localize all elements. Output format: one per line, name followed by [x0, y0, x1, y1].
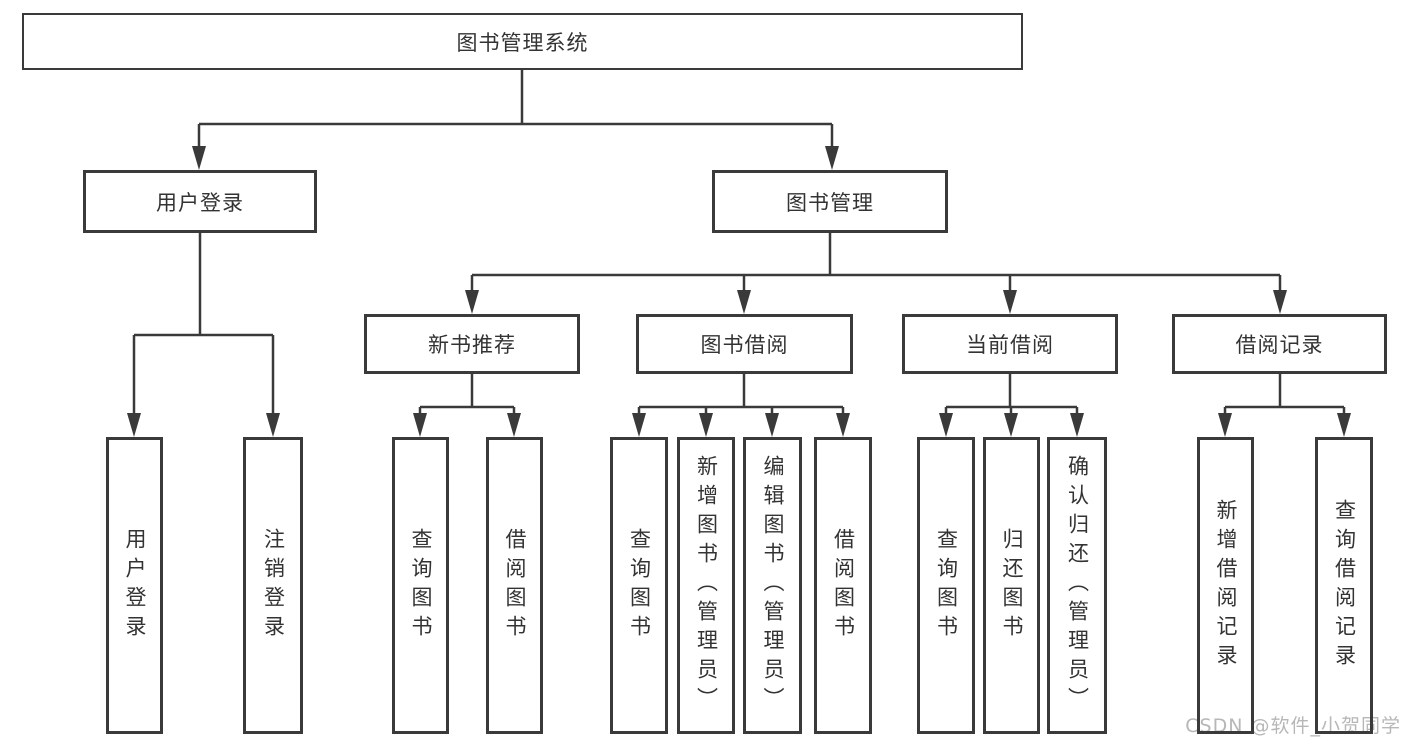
node-current-borrow: 当前借阅 [902, 314, 1118, 374]
leaf-current-return-books-label: 归还图书 [1000, 527, 1024, 644]
node-user-login-label: 用户登录 [156, 190, 244, 215]
leaf-user-login: 用户登录 [106, 437, 163, 734]
leaf-borrow-borrow-books-label: 借阅图书 [831, 527, 856, 644]
leaf-borrow-borrow-books: 借阅图书 [814, 437, 872, 734]
leaf-logout-label: 注销登录 [261, 527, 286, 644]
leaf-current-query-books-label: 查询图书 [934, 527, 959, 644]
node-current-borrow-label: 当前借阅 [966, 333, 1054, 357]
node-root: 图书管理系统 [22, 13, 1023, 70]
leaf-current-return-books: 归还图书 [983, 437, 1040, 734]
leaf-borrow-edit-books-admin: 编辑图书（管理员） [743, 437, 802, 734]
leaf-current-confirm-return-admin-label: 确认归还（管理员） [1065, 455, 1090, 716]
leaf-borrow-query-books-label: 查询图书 [627, 527, 652, 644]
node-user-login: 用户登录 [83, 170, 317, 233]
node-new-book-recommend: 新书推荐 [364, 314, 580, 374]
leaf-recommend-borrow-books-label: 借阅图书 [503, 527, 527, 644]
leaf-records-add-borrow-record: 新增借阅记录 [1197, 437, 1254, 734]
leaf-logout: 注销登录 [243, 437, 303, 734]
leaf-recommend-borrow-books: 借阅图书 [486, 437, 543, 734]
leaf-borrow-add-books-admin: 新增图书（管理员） [677, 437, 735, 734]
node-book-borrow: 图书借阅 [636, 314, 853, 374]
node-book-management-label: 图书管理 [786, 190, 874, 215]
leaf-current-query-books: 查询图书 [917, 437, 975, 734]
arrowheads [127, 146, 1351, 437]
node-root-label: 图书管理系统 [456, 30, 589, 55]
node-borrow-records: 借阅记录 [1172, 314, 1387, 374]
leaf-records-query-borrow-record: 查询借阅记录 [1315, 437, 1373, 734]
leaf-borrow-edit-books-admin-label: 编辑图书（管理员） [761, 455, 785, 716]
node-book-management: 图书管理 [712, 170, 948, 233]
leaf-records-add-borrow-record-label: 新增借阅记录 [1214, 498, 1238, 673]
connector-paths [132, 69, 1346, 415]
node-book-borrow-label: 图书借阅 [700, 333, 789, 357]
leaf-user-login-label: 用户登录 [123, 527, 147, 644]
leaf-borrow-add-books-admin-label: 新增图书（管理员） [694, 455, 719, 716]
leaf-recommend-query-books-label: 查询图书 [409, 527, 433, 644]
leaf-borrow-query-books: 查询图书 [610, 437, 668, 734]
leaf-records-query-borrow-record-label: 查询借阅记录 [1332, 498, 1357, 673]
leaf-recommend-query-books: 查询图书 [392, 437, 449, 734]
leaf-current-confirm-return-admin: 确认归还（管理员） [1047, 437, 1107, 734]
node-new-book-recommend-label: 新书推荐 [428, 333, 516, 357]
node-borrow-records-label: 借阅记录 [1235, 333, 1324, 357]
